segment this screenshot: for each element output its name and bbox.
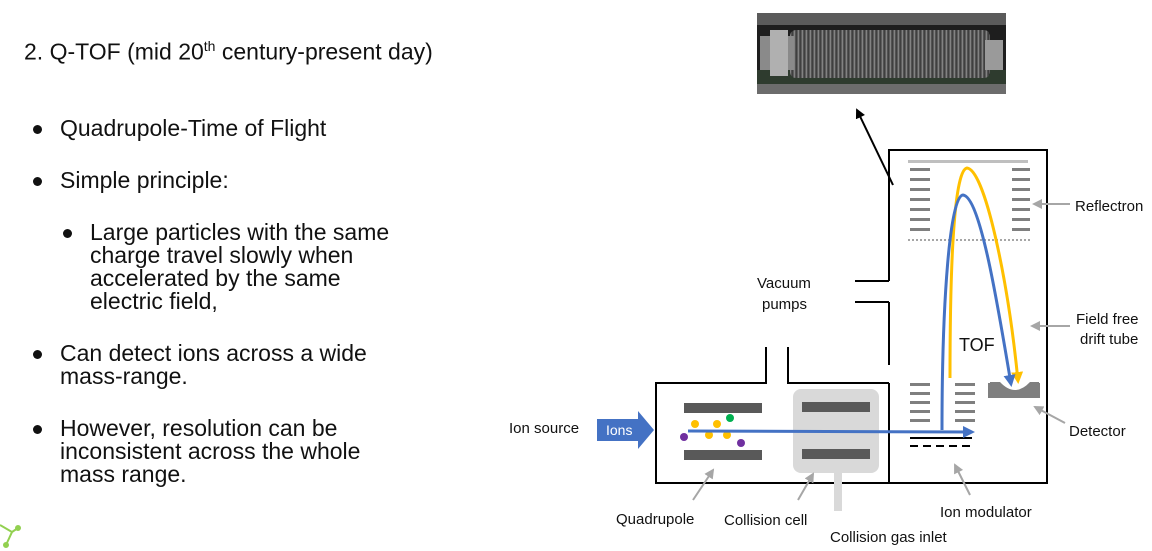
drift-tube-label-line2: drift tube [1080,331,1138,348]
bullet-line: Large particles with the same [90,219,390,245]
collision-cell-pointer [797,472,814,501]
bullet-line: mass-range. [60,363,188,389]
bullet-line: Can detect ions across a wide [60,340,367,366]
bullet-resolution: However, resolution can be inconsistent … [32,415,361,487]
ion-path-yellow [948,166,1024,384]
modulator-electrodes [910,383,975,422]
bullet-line: Simple principle: [60,167,229,193]
reflectron-label: Reflectron [1075,198,1143,215]
ion-particles [680,414,745,447]
vacuum-label-line2: pumps [762,296,807,313]
quadrupole-plate-top [684,403,762,413]
ion-modulator-pointer [954,463,971,496]
collision-cell-label: Collision cell [724,512,807,529]
instrument-outline [655,149,1048,484]
bullet-line: inconsistent across the whole [60,438,361,464]
bullet-wide-mass-range: Can detect ions across a wide mass-range… [33,340,367,389]
ion-modulator-plates [910,437,972,447]
detector-body [990,382,1039,398]
slide-title: 2. Q-TOF (mid 20th century-present day) [24,38,433,65]
quadrupole-plate-bottom [684,450,762,460]
ion-path-blue [940,193,1016,431]
bullet-qtof-name: Quadrupole-Time of Flight [32,115,327,141]
bullet-line: electric field, [90,288,218,314]
bullet-large-particles: Large particles with the same charge tra… [62,219,390,314]
ions-arrow: Ions [597,411,654,449]
ion-source-label: Ion source [509,420,579,437]
detector-label: Detector [1069,423,1126,440]
bullet-simple-principle: Simple principle: [33,167,229,193]
bullet-line: Quadrupole-Time of Flight [60,115,327,141]
bullet-line: accelerated by the same [90,265,341,291]
reflectron-photo [757,13,1006,94]
collision-cell-plate-top [802,402,870,412]
quadrupole-pointer [692,468,715,501]
ion-modulator-label: Ion modulator [940,504,1032,521]
drift-tube-label-line1: Field free [1076,311,1139,328]
quadrupole-label: Quadrupole [616,511,694,528]
photo-pointer-arrow [855,108,894,186]
collision-gas-pipe [834,473,842,511]
collision-cell-plate-bottom [802,449,870,459]
bullet-line: mass range. [60,461,187,487]
corner-logo-graphic [0,524,21,548]
vacuum-label-line1: Vacuum [757,275,811,292]
bullet-line: However, resolution can be [60,415,338,441]
reflectron-electrodes [908,160,1030,241]
tof-label: TOF [959,335,995,355]
ions-label: Ions [606,422,632,438]
bullet-line: charge travel slowly when [90,242,354,268]
detector-pointer [1033,406,1066,424]
collision-gas-inlet-label: Collision gas inlet [830,529,948,546]
ion-path-horizontal [687,425,975,438]
